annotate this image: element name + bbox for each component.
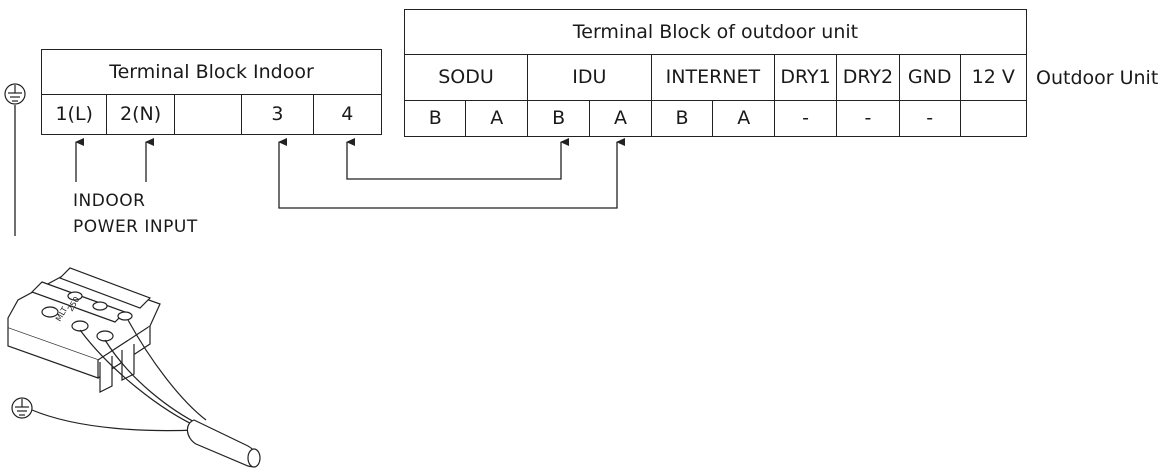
indoor-terminal-1: 1(L) <box>40 94 108 135</box>
group-idu: IDU <box>526 54 652 101</box>
indoor-terminal-empty <box>173 94 243 135</box>
terminal-block-illustration: MLT 250 <box>7 267 261 468</box>
ground-icon <box>11 397 33 419</box>
group-sodu: SODU <box>404 54 528 101</box>
power-input-label-line1: INDOOR <box>73 191 146 211</box>
indoor-block-title: Terminal Block Indoor <box>41 49 382 95</box>
pin-sodu-a: A <box>465 100 528 137</box>
pin-dry2: - <box>836 100 900 137</box>
pin-internet-a: A <box>712 100 776 137</box>
indoor-terminal-4: 4 <box>312 94 383 135</box>
pin-dry1: - <box>774 100 837 137</box>
indoor-terminal-block: Terminal Block Indoor 1(L) 2(N) 3 4 <box>40 49 383 135</box>
group-dry2: DRY2 <box>836 54 900 101</box>
outdoor-block-title: Terminal Block of outdoor unit <box>404 9 1027 55</box>
pin-sodu-b: B <box>403 100 467 137</box>
pin-idu-a: A <box>589 100 652 137</box>
group-dry1: DRY1 <box>774 54 837 101</box>
power-input-label-line2: POWER INPUT <box>73 217 198 237</box>
group-internet: INTERNET <box>650 54 776 101</box>
ground-icon <box>4 83 26 105</box>
pin-internet-b: B <box>650 100 714 137</box>
outdoor-terminal-block: Terminal Block of outdoor unit SODU IDU … <box>403 9 1028 137</box>
pin-gnd: - <box>898 100 961 137</box>
wire-4-to-idu-b <box>346 138 569 180</box>
group-12v: 12 V <box>959 54 1028 101</box>
pin-12v <box>959 100 1028 137</box>
outdoor-unit-label: Outdoor Unit <box>1036 67 1159 89</box>
wire-3-to-idu-a <box>278 138 625 209</box>
